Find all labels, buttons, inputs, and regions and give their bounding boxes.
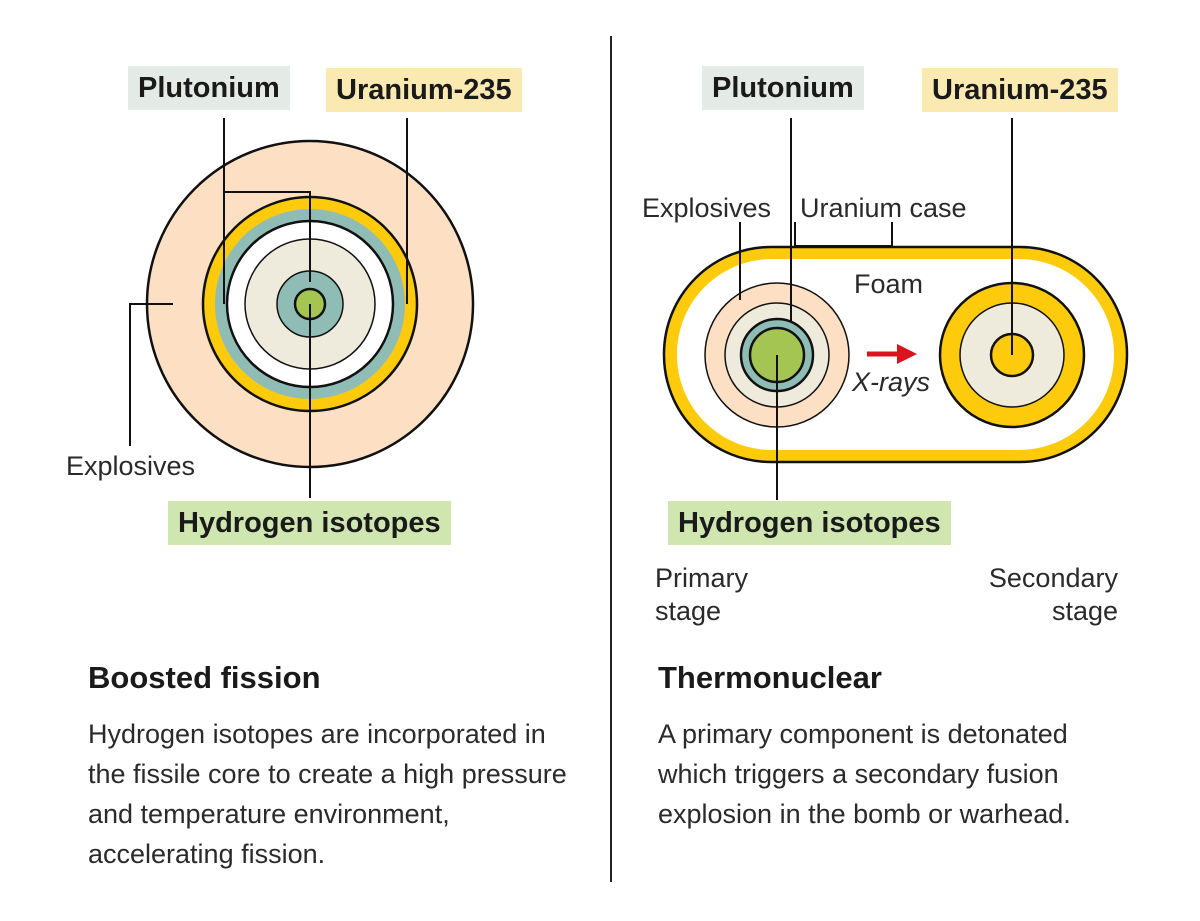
label-uranium-235: Uranium-235: [326, 68, 522, 112]
label-explosives: Explosives: [66, 451, 196, 481]
label-plutonium-right: Plutonium: [702, 66, 864, 110]
label-primary-line1: Primary: [655, 563, 748, 593]
description-thermonuclear: A primary component is detonated which t…: [658, 719, 1071, 829]
label-hydrogen-isotopes: Hydrogen isotopes: [168, 501, 451, 545]
label-hydrogen-isotopes-right: Hydrogen isotopes: [668, 501, 951, 545]
label-uranium-235-right: Uranium-235: [922, 68, 1118, 112]
label-explosives-right: Explosives: [642, 193, 772, 223]
label-secondary-line2: stage: [1051, 596, 1118, 626]
description-boosted-fission: Hydrogen isotopes are incorporated in th…: [88, 719, 567, 869]
label-secondary-line1: Secondary: [988, 563, 1118, 593]
section-title-thermonuclear: Thermonuclear: [658, 660, 882, 695]
label-foam: Foam: [854, 269, 924, 299]
label-primary-line2: stage: [655, 596, 722, 626]
boosted-fission-diagram: [129, 118, 475, 498]
label-x-rays: X-rays: [852, 367, 931, 397]
panel-divider: [610, 36, 612, 882]
label-plutonium: Plutonium: [128, 66, 290, 110]
section-title-boosted-fission: Boosted fission: [88, 660, 321, 695]
thermonuclear-diagram: [662, 118, 1129, 500]
xray-arrow-icon: [867, 344, 917, 364]
label-uranium-case: Uranium case: [800, 193, 967, 223]
